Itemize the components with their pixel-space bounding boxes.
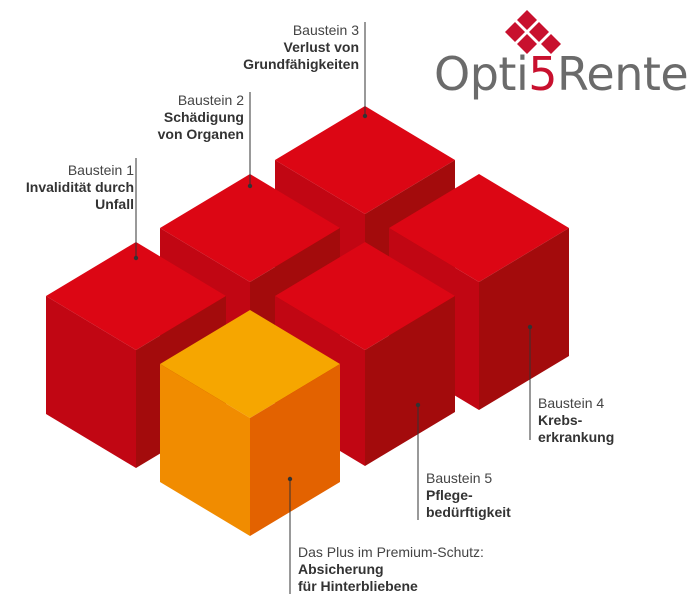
label-subtitle: Baustein 5 xyxy=(426,470,493,486)
label-subtitle: Baustein 1 xyxy=(67,162,134,178)
label-title-line: Pflege- xyxy=(426,487,473,503)
label-title-line: erkrankung xyxy=(538,429,615,445)
leader-dot xyxy=(247,183,253,189)
logo-diamond-icon xyxy=(505,10,561,54)
label-subtitle: Baustein 2 xyxy=(177,92,244,108)
label-title-line: für Hinterbliebene xyxy=(298,578,418,594)
cube-left xyxy=(46,296,136,468)
leader-dot xyxy=(415,402,421,408)
leader-dot xyxy=(133,255,139,261)
label-baustein-3: Baustein 3 Verlust von Grundfähigkeiten xyxy=(189,22,359,73)
leader-dot xyxy=(362,113,368,119)
cube-left xyxy=(160,364,250,536)
cube-baustein-4 xyxy=(389,174,569,410)
cube-right xyxy=(365,296,455,466)
label-title-line: bedürftigkeit xyxy=(426,504,511,520)
leader-dot xyxy=(527,324,533,330)
leader-lines xyxy=(133,22,533,594)
logo-text-opti: Opti xyxy=(434,47,529,101)
logo-text-five: 5 xyxy=(528,47,558,101)
label-title-line: Grundfähigkeiten xyxy=(243,56,359,72)
label-premium-plus: Das Plus im Premium-Schutz: Absicherung … xyxy=(298,544,518,595)
label-baustein-4: Baustein 4 Krebs- erkrankung xyxy=(538,395,678,446)
label-title-line: Schädigung xyxy=(163,109,244,125)
label-baustein-2: Baustein 2 Schädigung von Organen xyxy=(94,92,244,143)
label-subtitle: Baustein 4 xyxy=(538,395,605,411)
label-subtitle: Baustein 3 xyxy=(292,22,359,38)
label-title-line: Krebs- xyxy=(538,412,583,428)
label-title-line: Unfall xyxy=(95,196,134,212)
cube-baustein-1 xyxy=(46,242,226,468)
label-baustein-1: Baustein 1 Invalidität durch Unfall xyxy=(0,162,134,213)
label-baustein-5: Baustein 5 Pflege- bedürftigkeit xyxy=(426,470,576,521)
optirente-logo: Opti5Rente xyxy=(434,47,689,101)
label-subtitle: Das Plus im Premium-Schutz: xyxy=(298,544,484,560)
label-title-line: Verlust von xyxy=(283,39,359,55)
leader-dot xyxy=(287,476,293,482)
logo-text-rente: Rente xyxy=(557,47,689,101)
cube-right xyxy=(479,228,569,410)
cube-premium-plus xyxy=(160,310,340,536)
label-title-line: Absicherung xyxy=(298,561,384,577)
label-title-line: Invalidität durch xyxy=(25,179,134,195)
label-title-line: von Organen xyxy=(157,126,244,142)
cube-right xyxy=(250,364,340,536)
